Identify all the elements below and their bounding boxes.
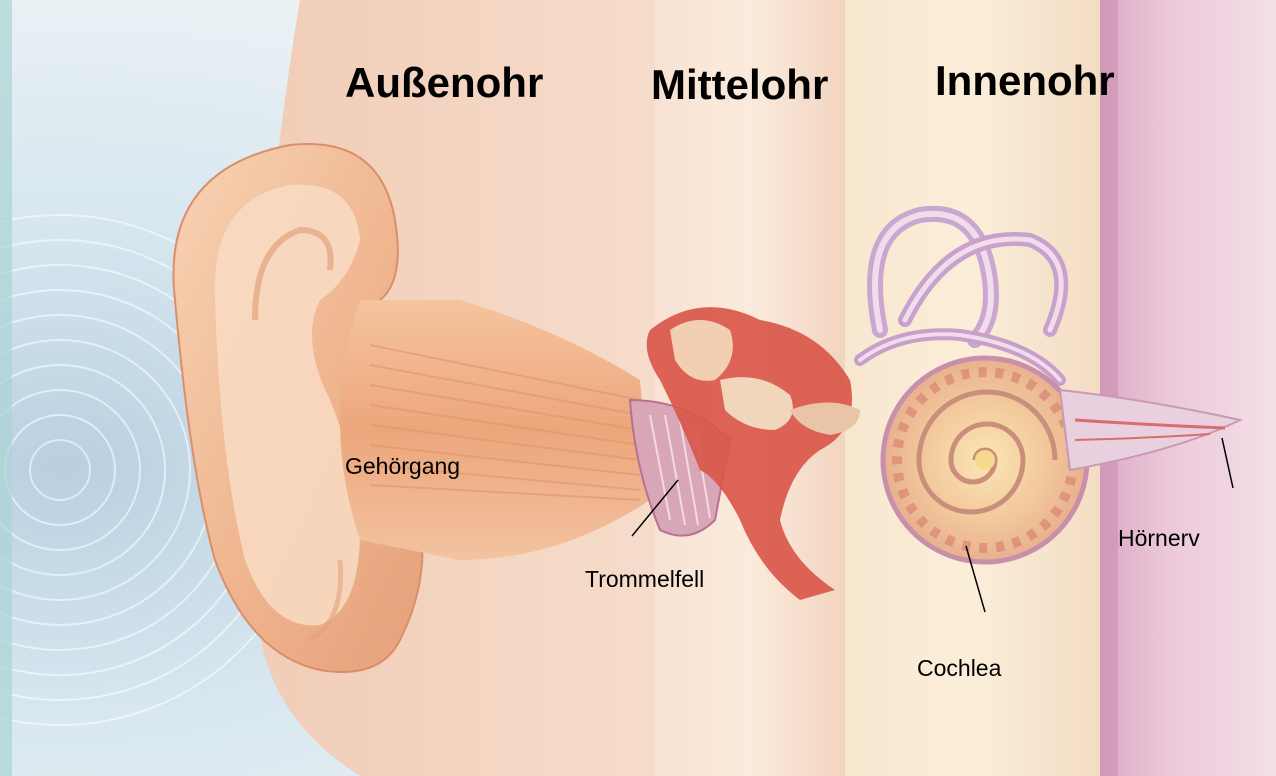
inner-ear-title: Innenohr (935, 60, 1115, 102)
ear-canal-label: Gehörgang (345, 455, 460, 478)
outer-ear-title: Außenohr (345, 62, 543, 104)
eardrum-label: Trommelfell (585, 568, 704, 591)
cochlea-label: Cochlea (917, 657, 1001, 680)
cochlea-illustration (883, 358, 1087, 562)
auditory-nerve-label: Hörnerv (1118, 527, 1200, 550)
middle-ear-title: Mittelohr (651, 64, 828, 106)
nerve-band (1100, 0, 1276, 776)
